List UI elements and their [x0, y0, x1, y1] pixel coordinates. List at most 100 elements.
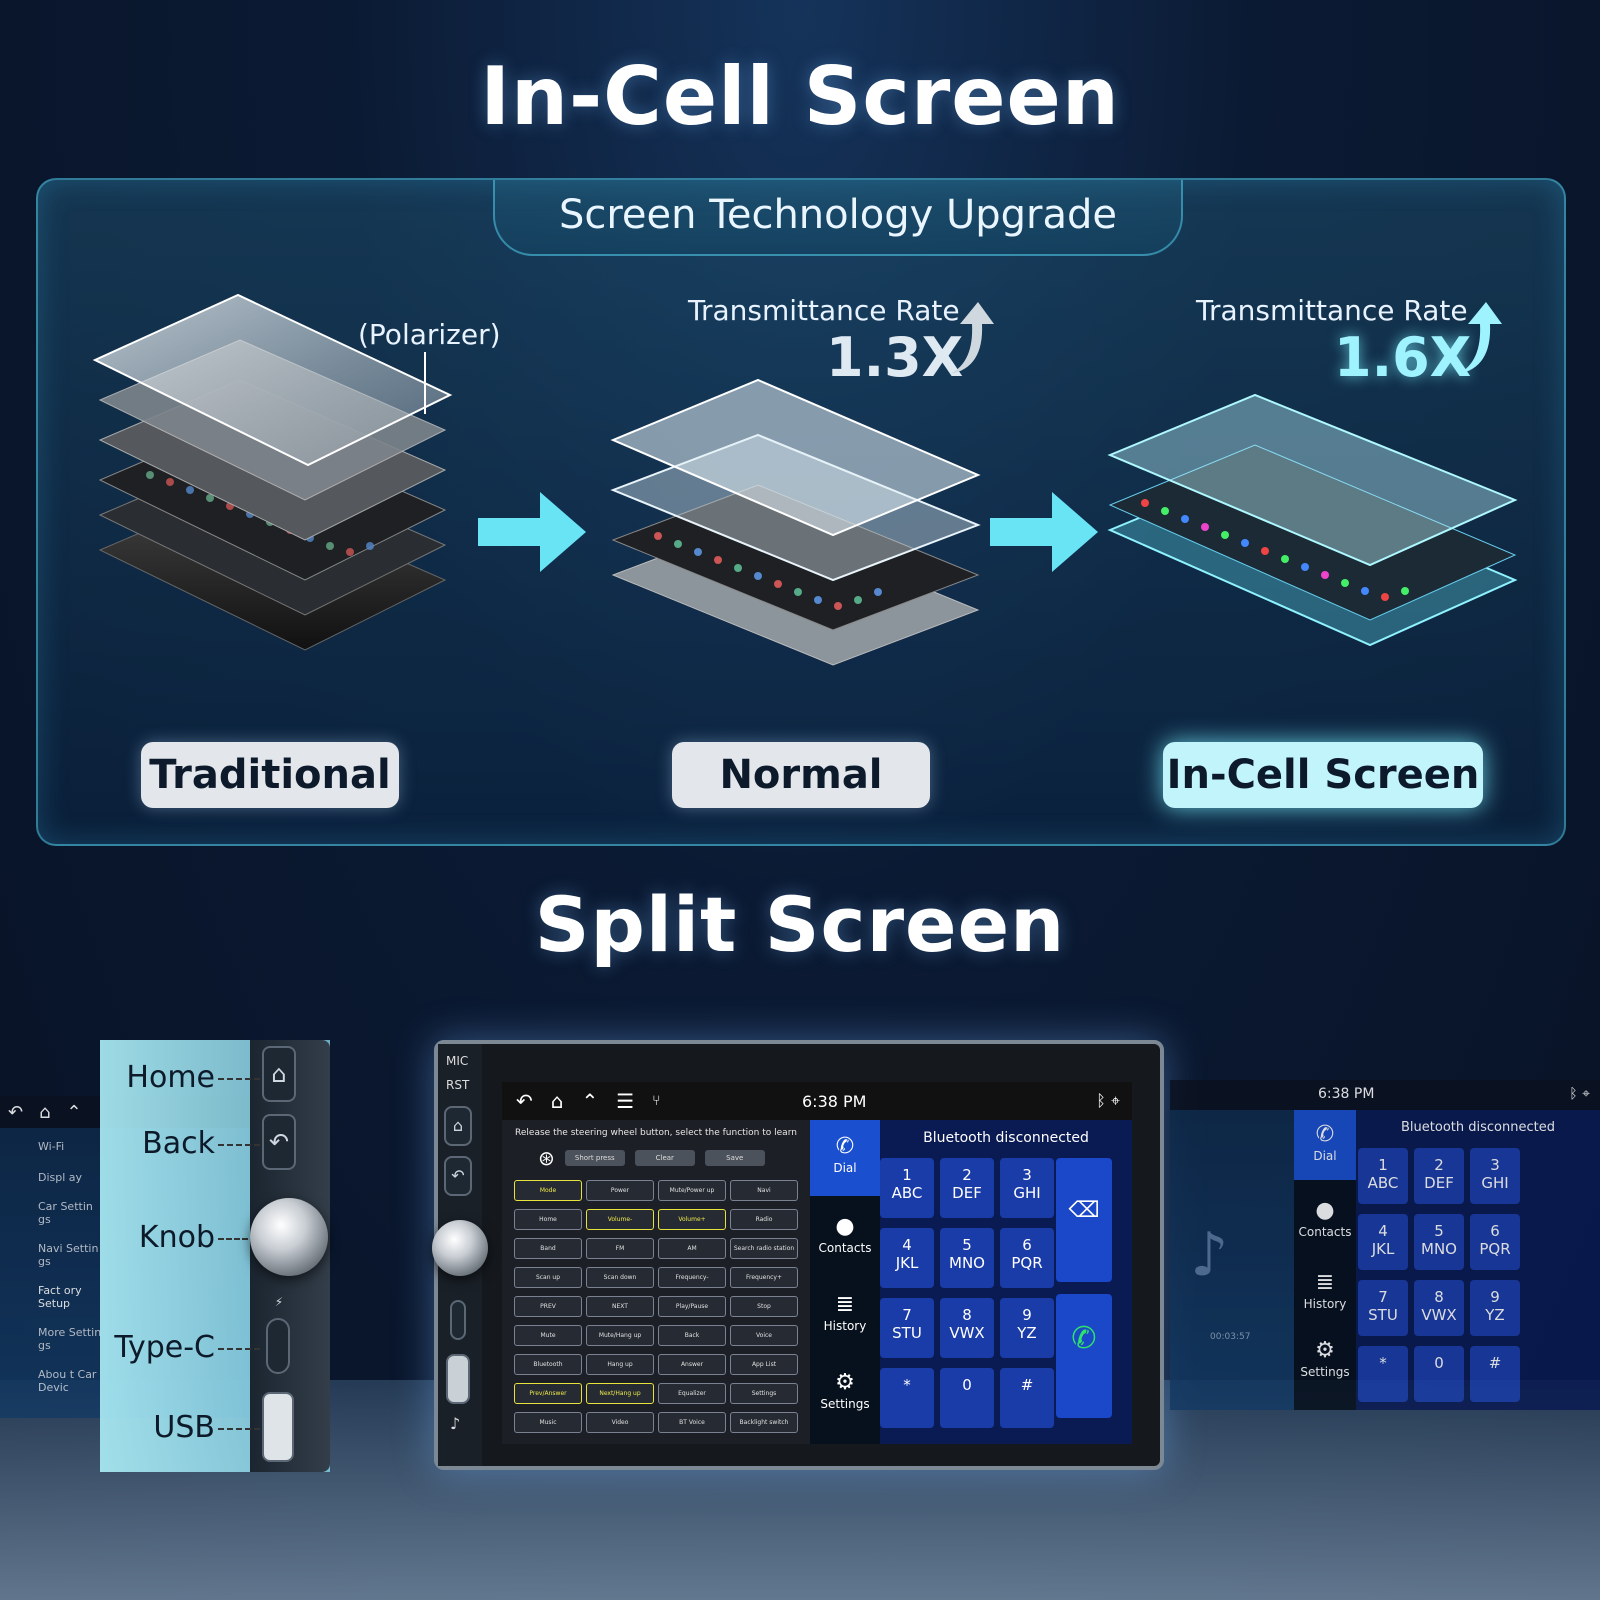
clear-button[interactable]: Clear — [634, 1150, 695, 1166]
steering-function-button[interactable]: Mute/Power up — [658, 1180, 726, 1201]
nav-settings[interactable]: ⚙Settings — [1294, 1338, 1356, 1379]
steering-function-button[interactable]: Next/Hang up — [586, 1383, 654, 1404]
dial-key-number: 9 — [1022, 1306, 1032, 1324]
steering-function-button[interactable]: Scan up — [514, 1267, 582, 1288]
steering-function-button[interactable]: FM — [586, 1238, 654, 1259]
delete-key[interactable]: ⌫ — [1056, 1158, 1112, 1282]
menu-icon[interactable]: ☰ — [616, 1089, 635, 1113]
settings-item-about[interactable]: Abou t Car Devic — [38, 1368, 97, 1394]
dial-key-letters: VWX — [949, 1324, 985, 1342]
steering-function-button[interactable]: Voice — [730, 1325, 798, 1346]
nav-dial[interactable]: ✆Dial — [810, 1120, 880, 1196]
dial-key[interactable]: 0 — [1414, 1346, 1464, 1402]
steering-function-button[interactable]: Mode — [514, 1180, 582, 1201]
steering-function-button[interactable]: Scan down — [586, 1267, 654, 1288]
type-c-port[interactable] — [450, 1300, 466, 1340]
nav-history[interactable]: ≣History — [1294, 1270, 1356, 1311]
volume-knob[interactable] — [250, 1198, 328, 1276]
back-icon[interactable]: ↶ — [8, 1101, 24, 1123]
home-icon[interactable]: ⌂ — [39, 1101, 51, 1123]
steering-function-button[interactable]: App List — [730, 1354, 798, 1375]
up-icon[interactable]: ⌃ — [581, 1089, 599, 1113]
up-icon[interactable]: ⌃ — [66, 1101, 82, 1123]
nav-settings[interactable]: ⚙Settings — [810, 1370, 880, 1411]
steering-function-button[interactable]: Band — [514, 1238, 582, 1259]
steering-function-button[interactable]: Music — [514, 1412, 582, 1433]
back-button[interactable]: ↶ — [262, 1114, 296, 1170]
short-press-button[interactable]: Short press — [564, 1150, 625, 1166]
steering-function-button[interactable]: Settings — [730, 1383, 798, 1404]
nav-contacts[interactable]: ●Contacts — [810, 1214, 880, 1255]
settings-item-navi[interactable]: Navi Settin gs — [38, 1242, 99, 1268]
steering-function-button[interactable]: Play/Pause — [658, 1296, 726, 1317]
steering-function-button[interactable]: Mute — [514, 1325, 582, 1346]
usb-port[interactable] — [446, 1354, 470, 1404]
steering-function-button[interactable]: Volume- — [586, 1209, 654, 1230]
steering-function-button[interactable]: Mute/Hang up — [586, 1325, 654, 1346]
home-icon[interactable]: ⌂ — [550, 1089, 564, 1113]
nav-contacts[interactable]: ●Contacts — [1294, 1198, 1356, 1239]
unit-side-panel: MIC RST ⌂ ↶ ♪ — [432, 1044, 488, 1466]
steering-function-button[interactable]: PREV — [514, 1296, 582, 1317]
steering-function-button[interactable]: Backlight switch — [730, 1412, 798, 1433]
nav-dial[interactable]: ✆Dial — [1294, 1110, 1356, 1180]
steering-function-button[interactable]: Frequency+ — [730, 1267, 798, 1288]
steering-function-button[interactable]: Prev/Answer — [514, 1383, 582, 1404]
call-key[interactable]: ✆ — [1056, 1294, 1112, 1418]
steering-function-button[interactable]: Navi — [730, 1180, 798, 1201]
steering-function-button[interactable]: Home — [514, 1209, 582, 1230]
steering-function-button[interactable]: Video — [586, 1412, 654, 1433]
steering-function-button[interactable]: AM — [658, 1238, 726, 1259]
steering-function-button[interactable]: Back — [658, 1325, 726, 1346]
home-button[interactable]: ⌂ — [262, 1046, 296, 1102]
dial-key[interactable]: # — [1470, 1346, 1520, 1402]
save-button[interactable]: Save — [704, 1150, 765, 1166]
steering-function-button[interactable]: NEXT — [586, 1296, 654, 1317]
dial-key[interactable]: * — [1358, 1346, 1408, 1402]
back-button[interactable]: ↶ — [444, 1156, 472, 1196]
steering-function-button[interactable]: Stop — [730, 1296, 798, 1317]
settings-item-more[interactable]: More Settin gs — [38, 1326, 102, 1352]
dial-key[interactable]: # — [1000, 1368, 1054, 1428]
steering-function-button[interactable]: Search radio station — [730, 1238, 798, 1259]
steering-function-button[interactable]: Hang up — [586, 1354, 654, 1375]
dial-key[interactable]: 0 — [940, 1368, 994, 1428]
dial-key[interactable]: * — [880, 1368, 934, 1428]
steering-function-button[interactable]: Bluetooth — [514, 1354, 582, 1375]
settings-item-display[interactable]: Displ ay — [38, 1171, 83, 1184]
steering-function-button[interactable]: Radio — [730, 1209, 798, 1230]
settings-item-car[interactable]: Car Settin gs — [38, 1200, 93, 1226]
home-button[interactable]: ⌂ — [444, 1106, 472, 1146]
nav-history[interactable]: ≣History — [810, 1292, 880, 1333]
steering-function-button[interactable]: Frequency- — [658, 1267, 726, 1288]
type-c-port[interactable] — [266, 1318, 290, 1374]
steering-function-button[interactable]: Volume+ — [658, 1209, 726, 1230]
back-icon[interactable]: ↶ — [516, 1089, 533, 1113]
steering-function-button[interactable]: Answer — [658, 1354, 726, 1375]
usb-port[interactable] — [262, 1392, 294, 1462]
settings-item-factory[interactable]: Fact ory Setup — [38, 1284, 82, 1310]
steering-function-button[interactable]: Power — [586, 1180, 654, 1201]
volume-knob[interactable] — [432, 1220, 488, 1276]
settings-item-wifi[interactable]: Wi-Fi — [38, 1140, 65, 1153]
steering-function-button[interactable]: Equalizer — [658, 1383, 726, 1404]
steering-function-button[interactable]: BT Voice — [658, 1412, 726, 1433]
